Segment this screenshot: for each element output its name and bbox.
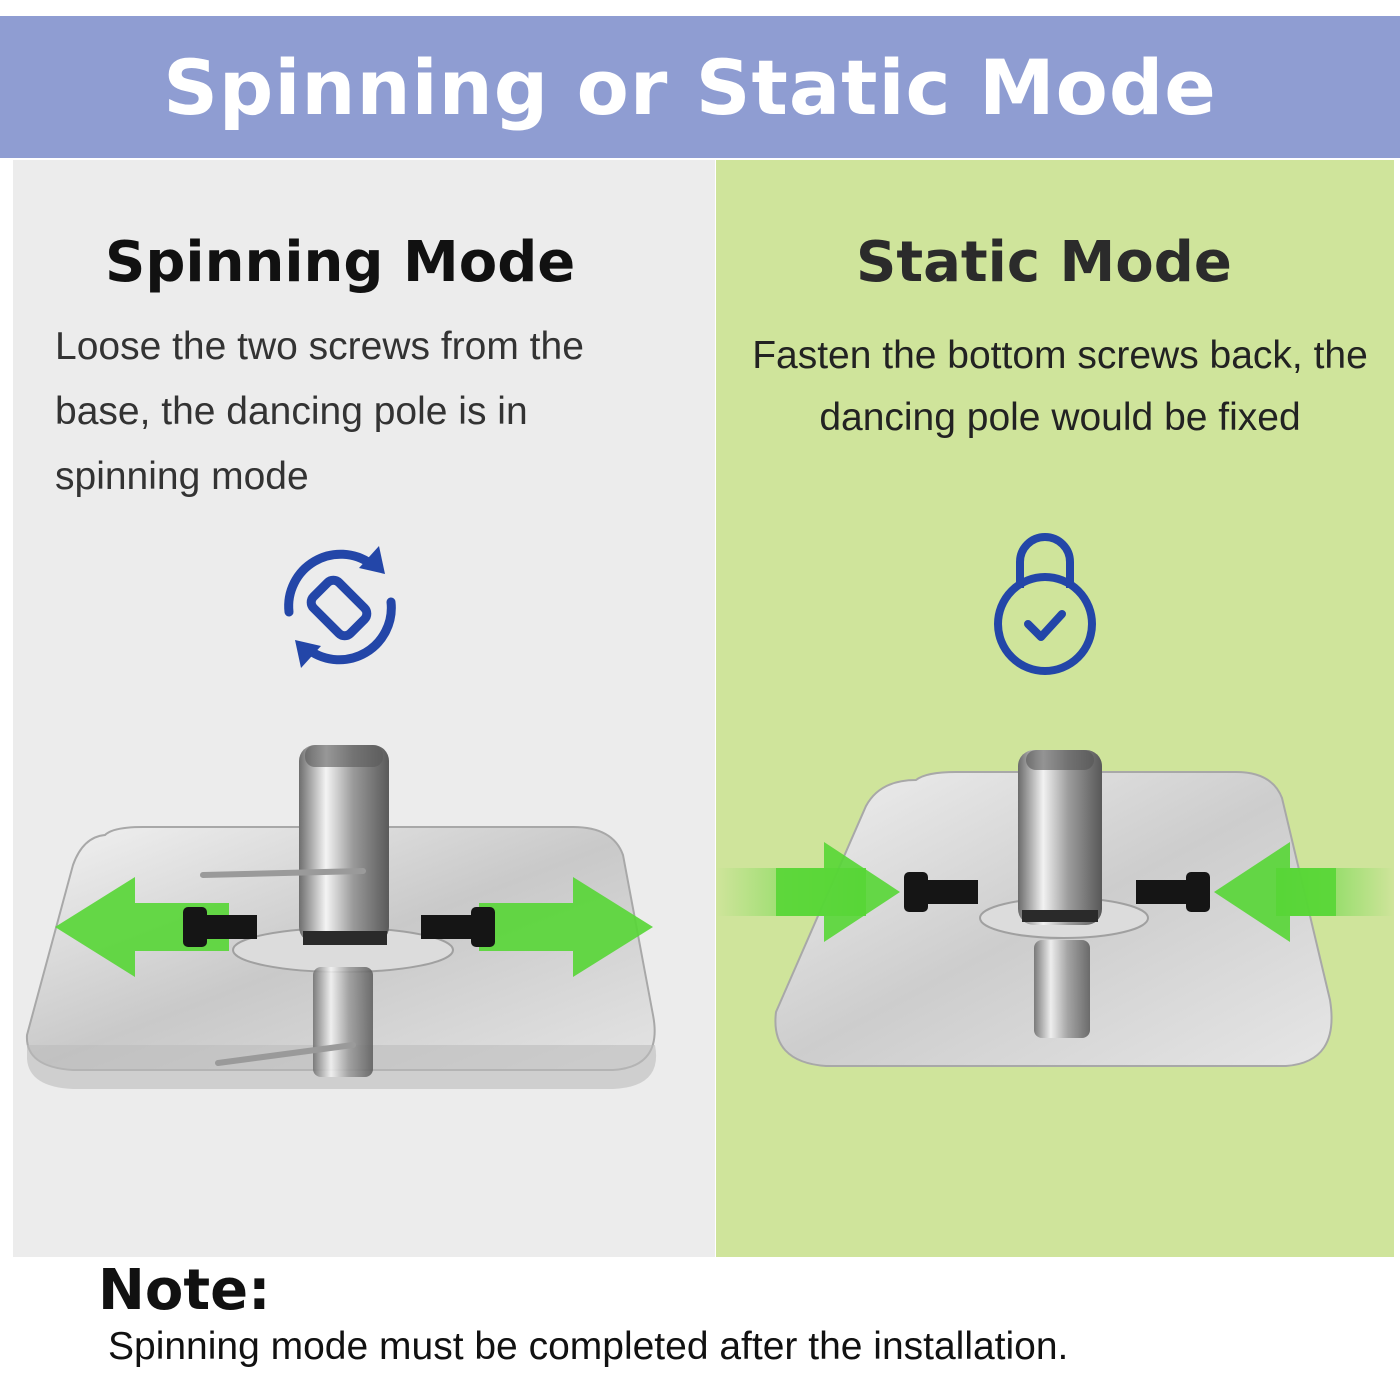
spinning-mode-description: Loose the two screws from the base, the …: [55, 325, 584, 498]
static-mode-heading: Static Mode: [856, 230, 1232, 295]
spinning-base-photo: [25, 745, 657, 1089]
lock-check-icon: [994, 533, 1096, 675]
note-text: Spinning mode must be completed after th…: [108, 1325, 1069, 1368]
rotate-icon: [284, 546, 396, 668]
static-base-photo: [716, 750, 1394, 1067]
note-label: Note:: [98, 1258, 271, 1323]
static-mode-description: Fasten the bottom screws back, the danci…: [752, 334, 1368, 439]
banner-title: Spinning or Static Mode: [163, 42, 1217, 132]
static-mode-panel: Static Mode Fasten the bottom screws bac…: [716, 160, 1394, 1257]
title-banner: Spinning or Static Mode: [0, 16, 1400, 158]
spinning-mode-panel: Spinning Mode Loose the two screws from …: [13, 160, 715, 1257]
spinning-mode-heading: Spinning Mode: [105, 230, 576, 295]
